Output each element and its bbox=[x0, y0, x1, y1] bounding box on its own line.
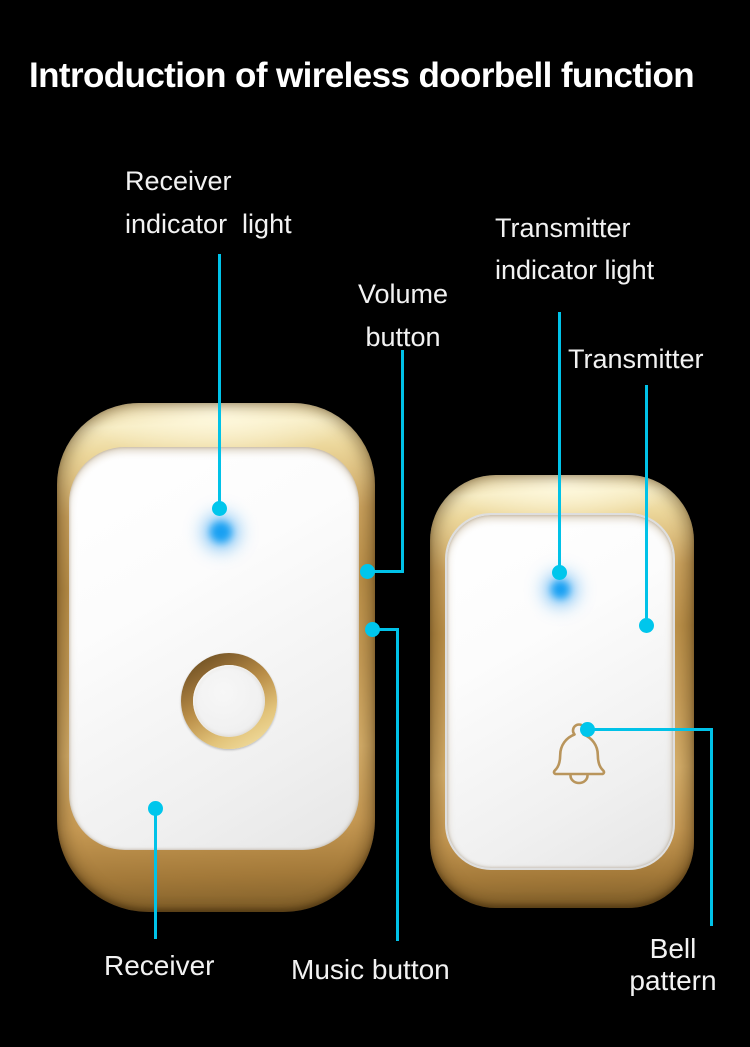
connector-bell-line-horizontal bbox=[588, 728, 713, 731]
label-transmitter: Transmitter bbox=[568, 344, 704, 374]
transmitter-led-indicator-light bbox=[551, 580, 570, 599]
receiver-round-button-inner bbox=[193, 665, 265, 737]
label-receiver-indicator-light: Receiver indicator light bbox=[125, 166, 292, 239]
connector-music-line-horizontal bbox=[373, 628, 399, 631]
marker-dot-transmitter-indicator bbox=[552, 565, 567, 580]
connector-transmitter-indicator-line bbox=[558, 312, 561, 567]
receiver-led-indicator-light bbox=[210, 521, 232, 543]
receiver-device bbox=[57, 403, 375, 912]
connector-music-line-vertical bbox=[396, 629, 399, 941]
receiver-round-button bbox=[181, 653, 277, 749]
connector-volume-line-vertical bbox=[401, 350, 404, 572]
page-title: Introduction of wireless doorbell functi… bbox=[29, 56, 695, 95]
marker-dot-receiver-indicator bbox=[212, 501, 227, 516]
marker-dot-bell-pattern bbox=[580, 722, 595, 737]
bell-icon bbox=[539, 713, 619, 793]
marker-dot-transmitter bbox=[639, 618, 654, 633]
connector-volume-line-horizontal bbox=[368, 570, 404, 573]
marker-dot-receiver bbox=[148, 801, 163, 816]
marker-dot-volume-button bbox=[360, 564, 375, 579]
label-transmitter-indicator-light: Transmitter indicator light bbox=[495, 213, 655, 285]
connector-transmitter-line bbox=[645, 385, 648, 619]
label-bell-pattern: Bell pattern bbox=[629, 933, 717, 996]
connector-bell-line-vertical bbox=[710, 729, 713, 926]
connector-receiver-indicator-line bbox=[218, 254, 221, 504]
label-receiver: Receiver bbox=[104, 950, 215, 981]
marker-dot-music-button bbox=[365, 622, 380, 637]
connector-receiver-line bbox=[154, 809, 157, 939]
label-music-button: Music button bbox=[291, 954, 450, 985]
transmitter-device bbox=[430, 475, 694, 908]
label-volume-button: Volume button bbox=[357, 279, 449, 352]
